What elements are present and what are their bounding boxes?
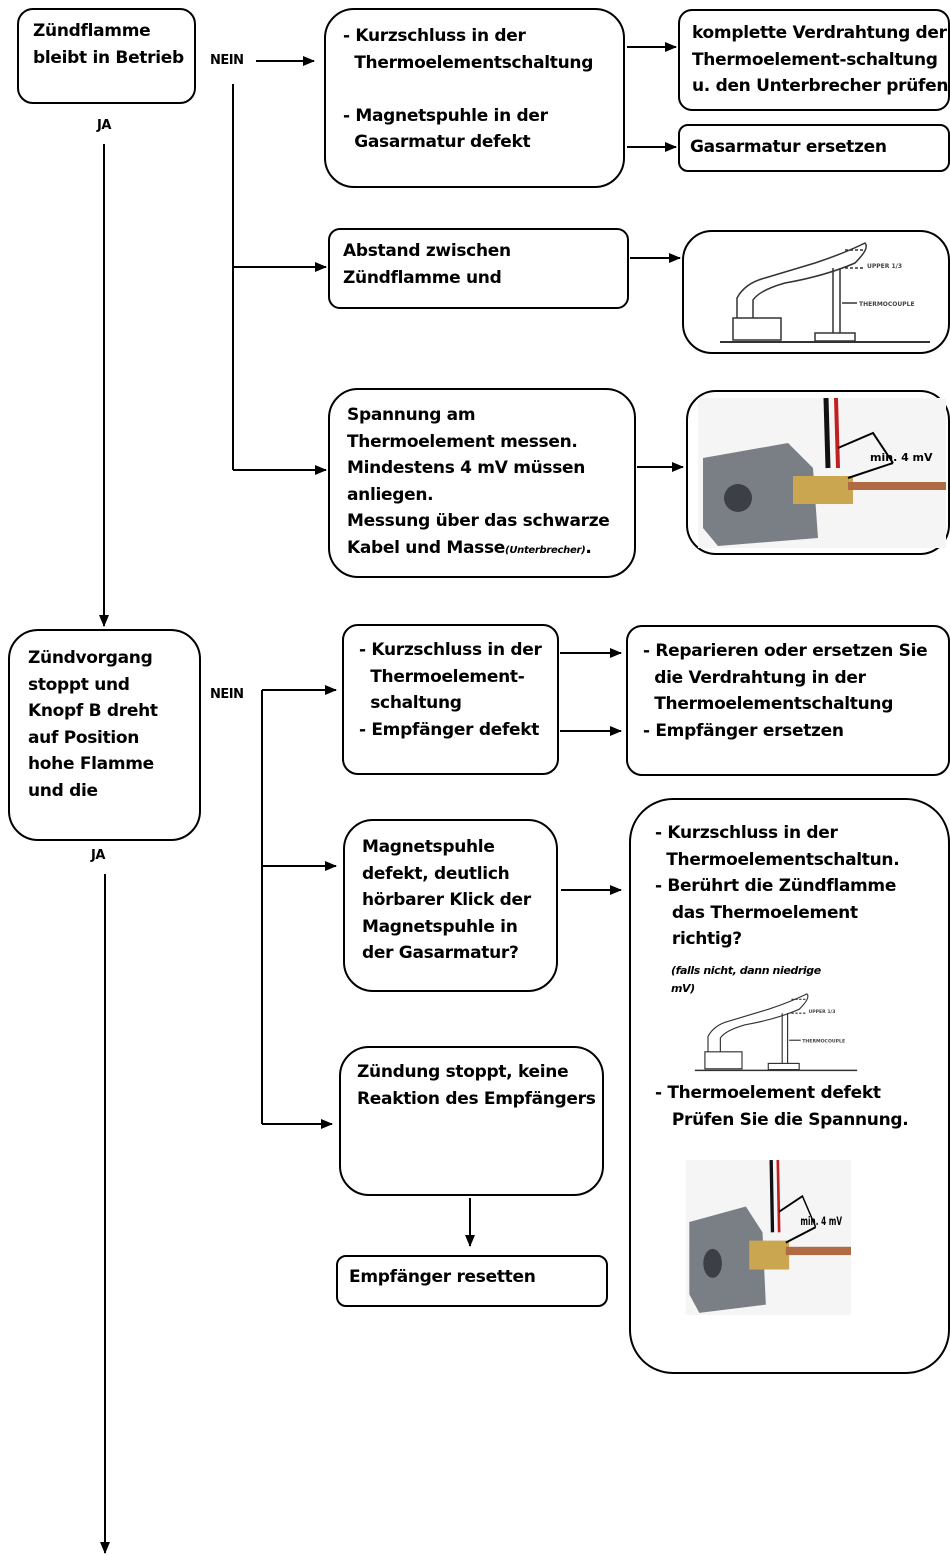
step1-question-text: Zündflamme bleibt in Betrieb <box>33 21 184 68</box>
step1-fix-wiring-text: komplette Verdrahtung der Thermoelement-… <box>692 23 949 96</box>
step2-fix-b-top-text: - Kurzschluss in der Thermoelementschalt… <box>655 823 900 949</box>
step1-cause-c-box <box>328 388 636 578</box>
voltage-label: min. 4 mV <box>870 451 933 464</box>
thermocouple-diagram-2: UPPER 1/3 THERMOCOUPLE <box>694 993 858 1072</box>
step2-fix-c-box <box>336 1255 608 1307</box>
step1-cause-b-box <box>328 228 629 309</box>
step2-cause-b-text: Magnetspuhle defekt, deutlich hörbarer K… <box>362 837 531 963</box>
step1-fix-valve-text: Gasarmatur ersetzen <box>690 137 887 157</box>
thermocouple-diagram: UPPER 1/3 THERMOCOUPLE <box>720 242 930 343</box>
no-label-2: NEIN <box>210 687 244 702</box>
step2-fix-b-note: (falls nicht, dann niedrige mV) <box>671 964 821 995</box>
step1-question-box <box>17 8 196 104</box>
step2-cause-c-text: Zündung stoppt, keine Reaktion des Empfä… <box>357 1062 596 1109</box>
voltage-photo: min. 4 mV <box>698 398 946 548</box>
step2-question-text: Zündvorgang stoppt und Knopf B dreht auf… <box>28 648 158 801</box>
step1-cause-c-note: (Unterbrecher) <box>505 544 586 556</box>
step2-fix-b-bottom-text: - Thermoelement defekt Prüfen Sie die Sp… <box>655 1083 909 1130</box>
thermocouple-upper-label: UPPER 1/3 <box>867 263 902 270</box>
thermocouple-name-label-2: THERMOCOUPLE <box>802 1039 845 1045</box>
voltage-photo-2: min. 4 mV <box>686 1160 851 1315</box>
step1-fix-valve-box <box>678 124 950 172</box>
step2-cause-b-box <box>343 819 558 992</box>
step2-fix-c-text: Empfänger resetten <box>349 1267 536 1287</box>
thermocouple-upper-label-2: UPPER 1/3 <box>808 1009 835 1015</box>
step2-cause-a-box <box>342 624 559 775</box>
step1-fix-wiring-box <box>678 9 950 111</box>
no-label-1: NEIN <box>210 53 244 68</box>
step1-cause-a-text: - Kurzschluss in der Thermoelementschalt… <box>343 26 594 152</box>
step2-fix-a-text: - Reparieren oder ersetzen Sie die Verdr… <box>643 641 928 741</box>
step1-cause-a-box <box>324 8 625 188</box>
yes-label-2: JA <box>91 848 105 863</box>
step1-cause-c-text: Spannung am Thermoelement messen. Mindes… <box>347 405 610 558</box>
step1-cause-b-text: Abstand zwischen Zündflamme und <box>343 241 511 288</box>
step2-fix-a-box <box>626 625 950 776</box>
step2-cause-a-text: - Kurzschluss in der Thermoelement- scha… <box>359 640 542 740</box>
yes-label-1: JA <box>97 118 111 133</box>
voltage-label-2: min. 4 mV <box>800 1216 842 1229</box>
step2-cause-c-box <box>339 1046 604 1196</box>
thermocouple-name-label: THERMOCOUPLE <box>859 301 915 308</box>
step2-question-box <box>8 629 201 841</box>
